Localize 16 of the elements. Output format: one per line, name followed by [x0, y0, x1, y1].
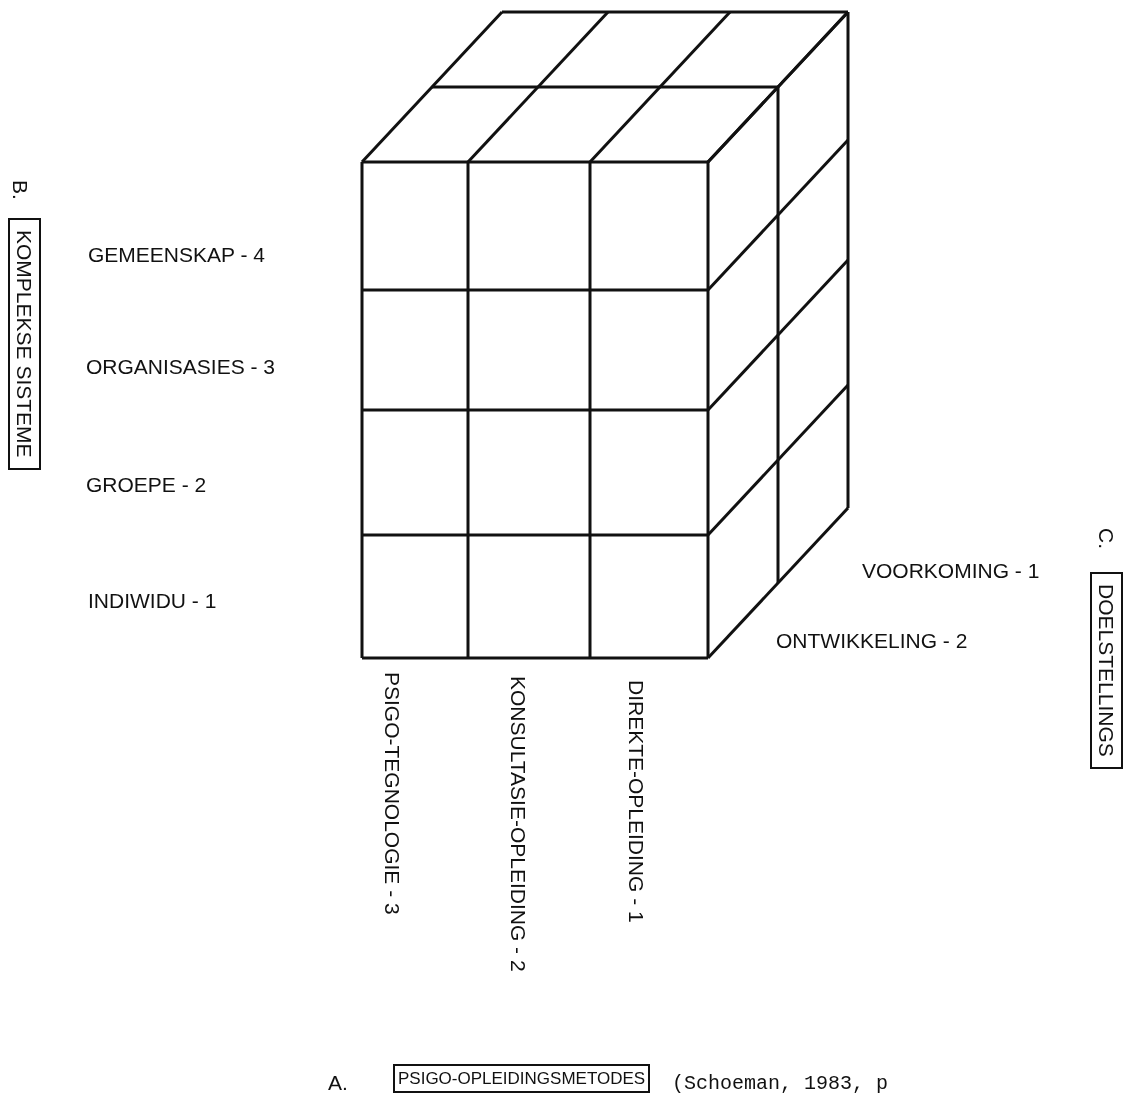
axis-title-box: KOMPLEKSE SISTEME	[8, 218, 41, 470]
level-label: GROEPE - 2	[86, 474, 207, 495]
level-label: DIREKTE-OPLEIDING - 1	[626, 680, 647, 923]
level-label: PSIGO-TEGNOLOGIE - 3	[382, 672, 403, 915]
axis-letter: C.	[1096, 528, 1117, 549]
level-label: KONSULTASIE-OPLEIDING - 2	[508, 676, 529, 972]
axis-title-box: PSIGO-OPLEIDINGSMETODES	[393, 1064, 651, 1093]
level-label: ORGANISASIES - 3	[86, 356, 276, 377]
axis-title-box: DOELSTELLINGS	[1090, 572, 1123, 769]
level-label: ONTWIKKELING - 2	[776, 630, 968, 651]
level-label: GEMEENSKAP - 4	[88, 244, 265, 265]
level-label: INDIWIDU - 1	[88, 590, 217, 611]
level-label: VOORKOMING - 1	[862, 560, 1040, 581]
citation-text: (Schoeman, 1983, p	[672, 1074, 889, 1094]
axis-letter: A.	[328, 1072, 348, 1093]
axis-letter: B.	[10, 180, 31, 200]
